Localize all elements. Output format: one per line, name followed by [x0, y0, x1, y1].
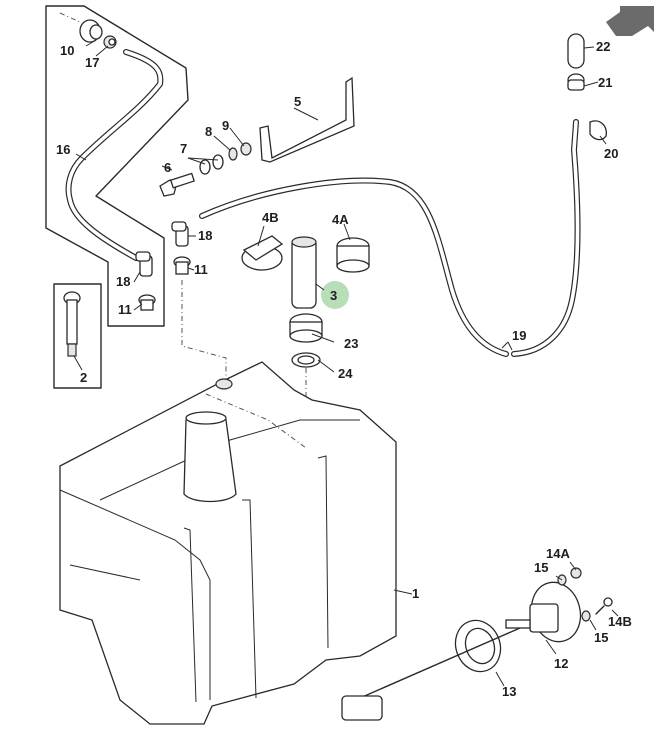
sender-float: [341, 695, 383, 721]
part-14A-nut: [570, 567, 582, 579]
part-11-grommet-center: [173, 256, 191, 275]
callout-2[interactable]: 2: [80, 370, 87, 385]
axis-line: [205, 393, 307, 449]
part-17-ring: [103, 35, 117, 49]
callout-15-top[interactable]: 15: [534, 560, 548, 575]
part-20-clip: [589, 120, 607, 141]
callout-18-left[interactable]: 18: [116, 274, 130, 289]
part-2-box: [53, 283, 102, 389]
callout-10[interactable]: 10: [60, 43, 74, 58]
callout-17[interactable]: 17: [85, 55, 99, 70]
callout-4A[interactable]: 4A: [332, 212, 349, 227]
arrow-up-right-icon[interactable]: [606, 6, 654, 36]
callout-3-highlight: [321, 281, 349, 309]
callout-11-center[interactable]: 11: [194, 262, 208, 277]
part-21-fitting: [567, 73, 585, 91]
callout-8[interactable]: 8: [205, 124, 212, 139]
callout-3[interactable]: 3: [330, 288, 337, 303]
part-23-neck: [289, 313, 323, 343]
callout-22[interactable]: 22: [596, 39, 610, 54]
part-15-washer-right: [581, 610, 591, 622]
part-22-cap: [567, 33, 585, 69]
leader-lines: [73, 39, 619, 687]
axis-line: [59, 12, 81, 23]
callout-4B[interactable]: 4B: [262, 210, 279, 225]
callout-14B[interactable]: 14B: [608, 614, 632, 629]
axis-line: [181, 280, 227, 380]
callout-16[interactable]: 16: [56, 142, 70, 157]
callout-1[interactable]: 1: [412, 586, 419, 601]
part-10-cap: [79, 19, 103, 43]
callout-19[interactable]: 19: [512, 328, 526, 343]
part-3-strainer: [291, 236, 317, 309]
callout-15-right[interactable]: 15: [594, 630, 608, 645]
callout-6[interactable]: 6: [164, 160, 171, 175]
part-12-sender: [505, 581, 582, 643]
part-18-elbow-center: [171, 221, 189, 247]
callout-20[interactable]: 20: [604, 146, 618, 161]
part-18-elbow-left: [135, 251, 153, 277]
callout-9[interactable]: 9: [222, 118, 229, 133]
part-1-tank: [59, 361, 397, 725]
callout-21[interactable]: 21: [598, 75, 612, 90]
part-7-washers: [199, 154, 224, 175]
part-24-seal: [291, 352, 321, 368]
subassembly-frame-16: [45, 5, 189, 327]
part-5-bracket: [259, 76, 355, 163]
callout-11-left[interactable]: 11: [118, 302, 132, 317]
sender-rod: [359, 627, 521, 699]
callout-24[interactable]: 24: [338, 366, 353, 381]
part-6-bolt: [159, 172, 195, 197]
callout-23[interactable]: 23: [344, 336, 358, 351]
part-4A-cap: [336, 237, 370, 273]
callout-5[interactable]: 5: [294, 94, 301, 109]
part-4B-cap: [241, 235, 284, 271]
callout-12[interactable]: 12: [554, 656, 568, 671]
part-8-lockwasher: [228, 147, 238, 161]
callout-14A[interactable]: 14A: [546, 546, 570, 561]
part-14B-screw: [595, 597, 613, 615]
callout-7[interactable]: 7: [180, 141, 187, 156]
hose-19: [199, 119, 581, 357]
part-11-grommet-left: [138, 294, 156, 311]
callout-18-center[interactable]: 18: [198, 228, 212, 243]
callout-13[interactable]: 13: [502, 684, 516, 699]
